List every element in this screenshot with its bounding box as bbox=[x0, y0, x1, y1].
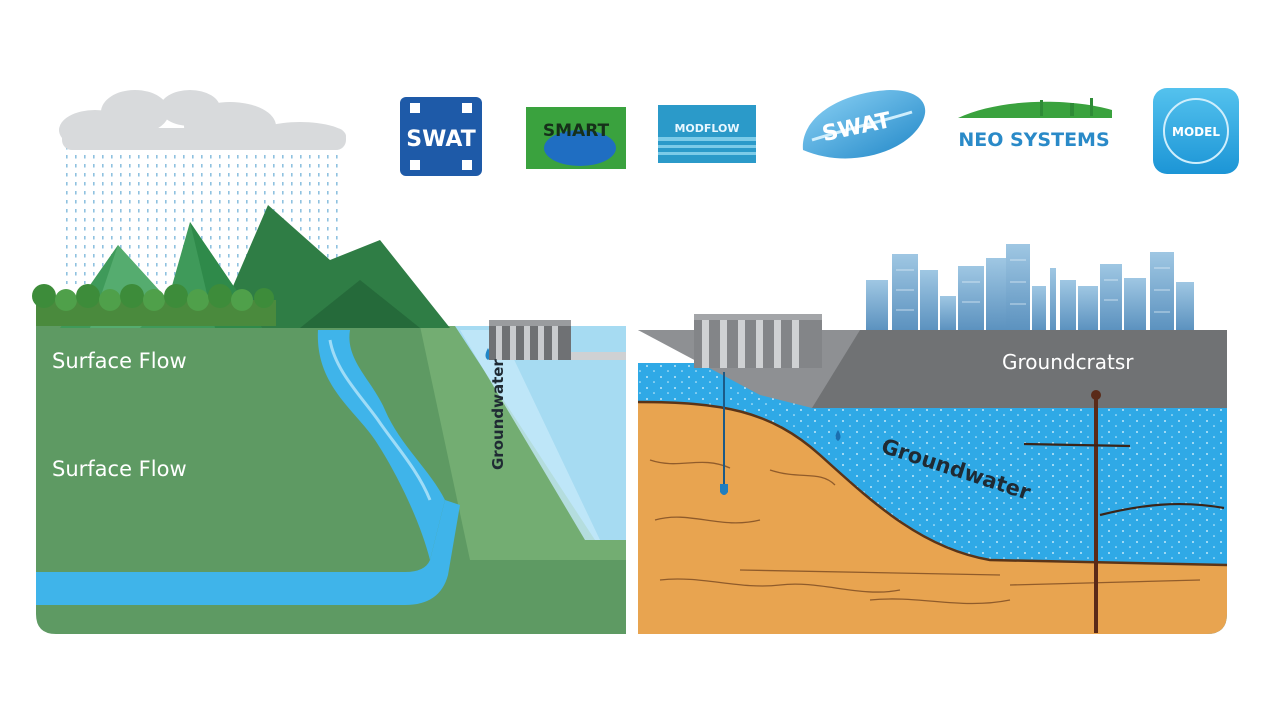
dam-left bbox=[489, 320, 626, 360]
groundwater-panel bbox=[637, 314, 1228, 634]
logo-striped-text: MODFLOW bbox=[674, 122, 739, 135]
soil bbox=[638, 402, 1227, 634]
logo-neo: NEO SYSTEMS bbox=[958, 98, 1112, 151]
logo-round-text: MODEL bbox=[1172, 125, 1220, 139]
logo-round: MODEL bbox=[1153, 88, 1239, 174]
logo-swat: SWAT bbox=[400, 97, 482, 176]
trees bbox=[32, 284, 276, 326]
channel-label: Groundwater bbox=[489, 359, 507, 470]
surface-flow-label-2: Surface Flow bbox=[52, 457, 187, 481]
groundwater-label-top: Groundcratsr bbox=[1002, 350, 1134, 374]
logo-smart-text: SMART bbox=[543, 121, 610, 141]
logo-neo-text: NEO SYSTEMS bbox=[958, 129, 1109, 151]
logo-wave: SWAT bbox=[802, 90, 926, 159]
logo-swat-text: SWAT bbox=[406, 127, 475, 152]
dam-right bbox=[694, 314, 822, 368]
city-skyline bbox=[866, 244, 1194, 330]
river bbox=[317, 330, 445, 560]
logo-striped: MODFLOW bbox=[658, 105, 756, 163]
well-right bbox=[1023, 390, 1225, 633]
surface-flow-label-1: Surface Flow bbox=[52, 349, 187, 373]
cloud-icon bbox=[59, 90, 346, 150]
logo-smart: SMART bbox=[526, 107, 626, 169]
surface-panel bbox=[36, 320, 626, 634]
river-bottom bbox=[36, 500, 460, 605]
